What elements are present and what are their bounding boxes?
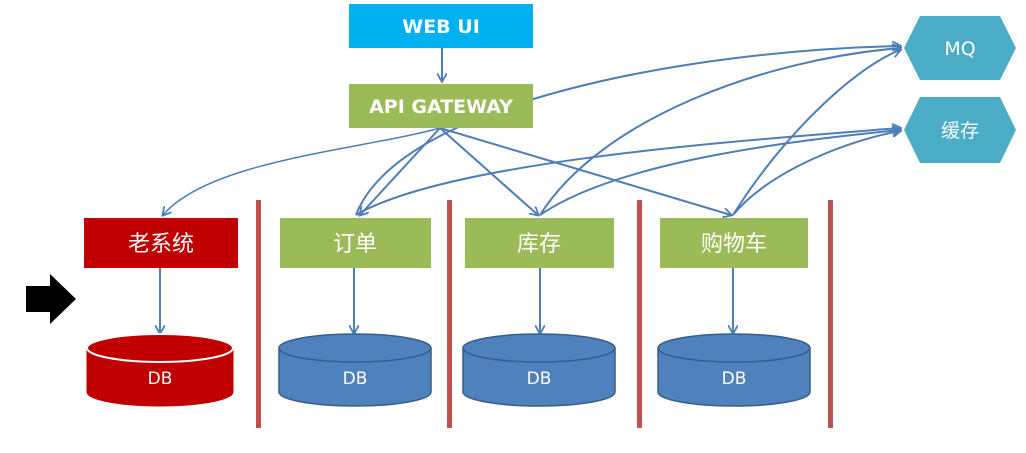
api-gateway-box: API GATEWAY xyxy=(349,84,533,128)
arrow-cart-to-cache xyxy=(732,131,900,216)
web-ui-box: WEB UI xyxy=(349,4,533,48)
arrow-inventory-to-cache xyxy=(539,130,900,216)
inventory-db-cylinder: DB xyxy=(462,333,616,407)
legacy-system-label: 老系统 xyxy=(128,232,194,257)
inventory-db-label: DB xyxy=(527,369,552,389)
cache-hexagon: 缓存 xyxy=(904,97,1016,163)
arrow-gateway-to-legacy xyxy=(163,127,441,215)
mq-hexagon: MQ xyxy=(904,16,1016,80)
api-gateway-label: API GATEWAY xyxy=(369,96,513,118)
arrow-order-to-cache xyxy=(355,128,900,216)
divider-bar-2 xyxy=(447,200,452,428)
arrow-cart-to-mq xyxy=(732,50,900,216)
order-db-cylinder: DB xyxy=(278,333,432,407)
mq-label: MQ xyxy=(944,38,975,60)
connectors xyxy=(160,46,900,333)
arrow-gateway-to-inventory xyxy=(439,127,538,215)
arrow-gateway-to-order xyxy=(360,127,441,215)
order-service-box: 订单 xyxy=(280,218,431,268)
cart-service-label: 购物车 xyxy=(701,232,767,257)
inventory-service-label: 库存 xyxy=(517,232,561,257)
arrow-order-to-mq xyxy=(355,46,900,216)
divider-bar-1 xyxy=(256,200,261,428)
legacy-db-cylinder: DB xyxy=(86,333,234,407)
arrow-gateway-to-cart xyxy=(439,127,731,215)
cart-db-label: DB xyxy=(722,369,747,389)
cache-label: 缓存 xyxy=(941,120,979,142)
arrow-inventory-to-mq xyxy=(539,48,900,216)
order-db-label: DB xyxy=(343,369,368,389)
divider-bar-4 xyxy=(828,200,833,428)
divider-bar-3 xyxy=(637,200,642,428)
pointer-arrow-icon xyxy=(26,274,76,324)
web-ui-label: WEB UI xyxy=(402,16,480,38)
cart-service-box: 购物车 xyxy=(660,218,808,268)
inventory-service-box: 库存 xyxy=(465,218,614,268)
legacy-db-label: DB xyxy=(148,369,173,389)
legacy-system-box: 老系统 xyxy=(84,218,238,268)
order-service-label: 订单 xyxy=(333,232,377,257)
cart-db-cylinder: DB xyxy=(657,333,811,407)
